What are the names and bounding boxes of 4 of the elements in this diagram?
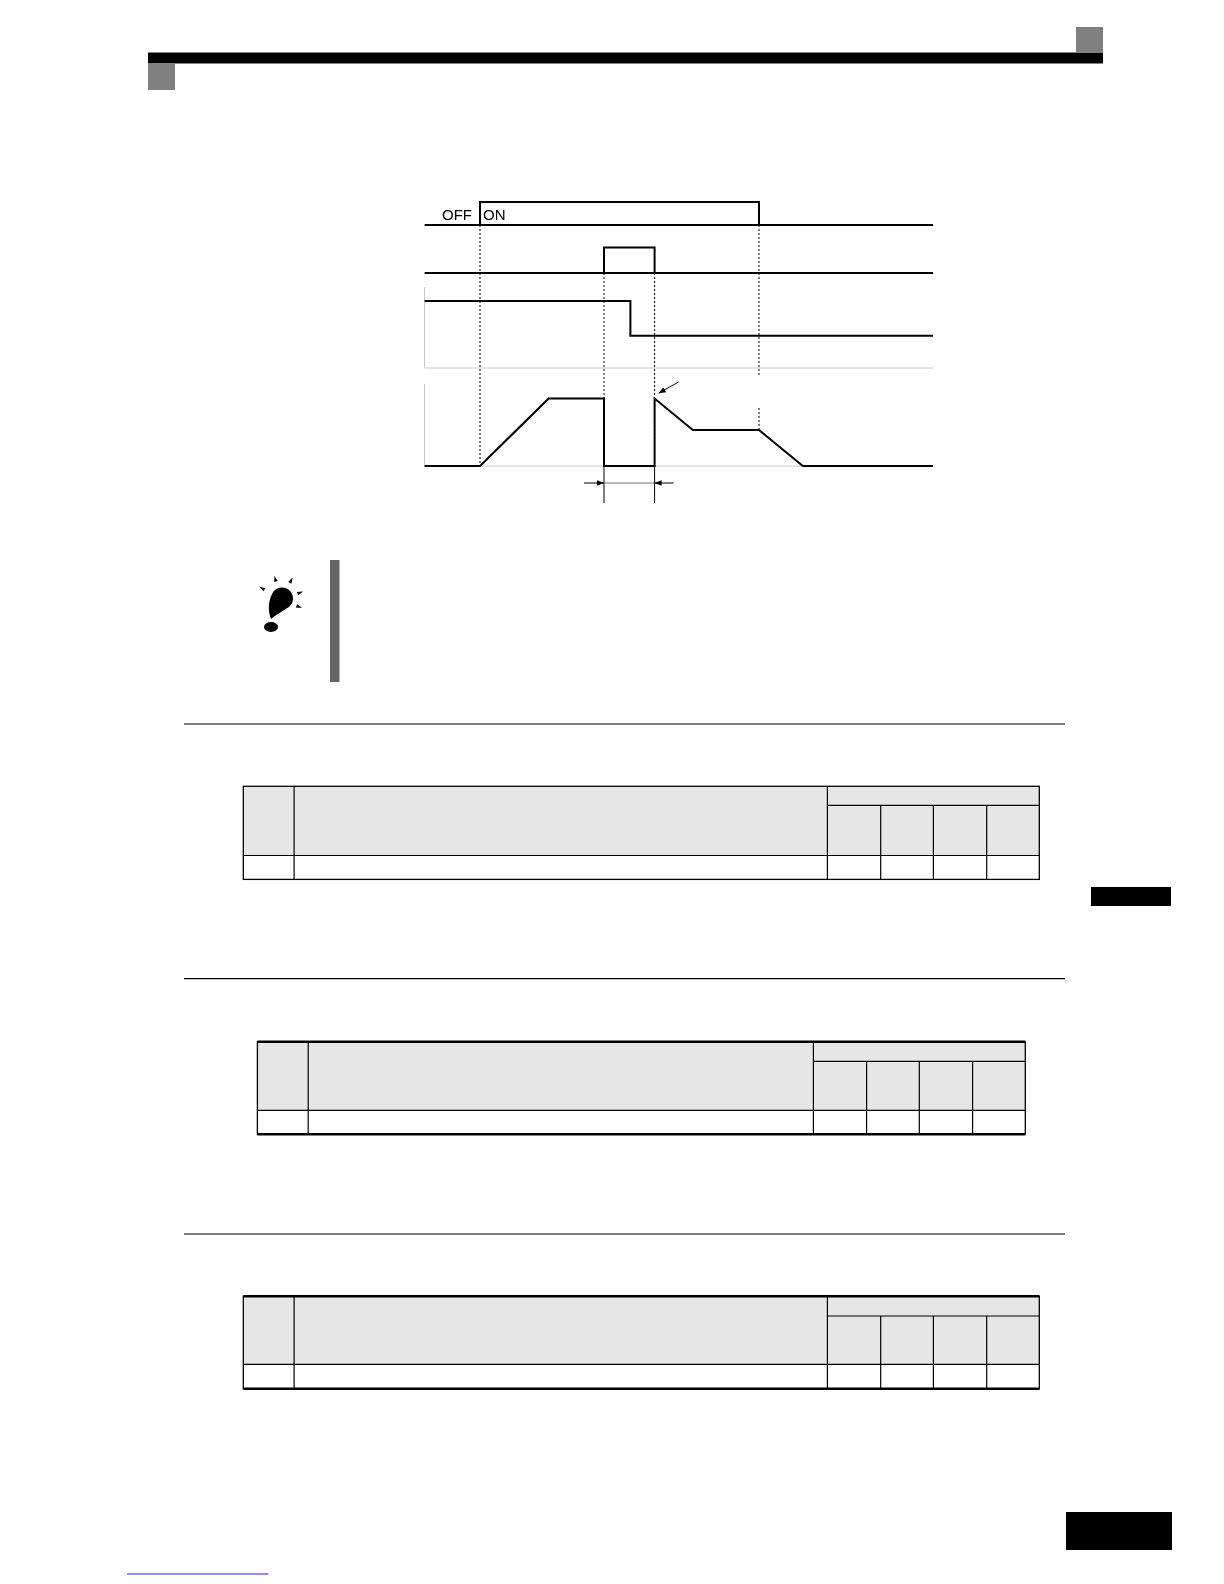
page-number-box	[1066, 1512, 1172, 1550]
chapter-tab	[1091, 887, 1171, 906]
state-label: ON	[483, 206, 506, 223]
state-label: OFF	[442, 206, 472, 223]
